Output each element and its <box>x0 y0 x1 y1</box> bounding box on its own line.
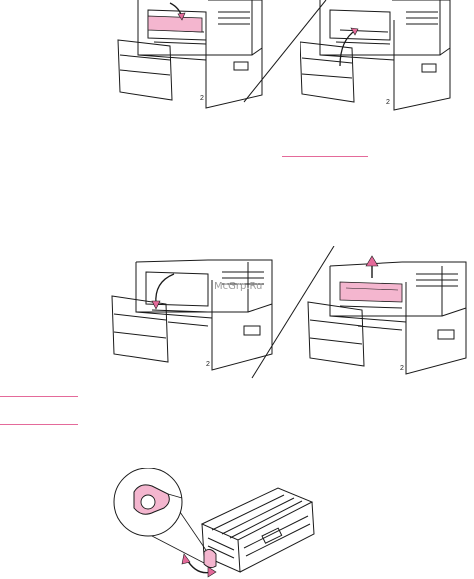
figure-callout-label: 2 <box>400 365 404 372</box>
figure-cartridge-seal-tab <box>113 468 315 578</box>
section-rule <box>0 424 78 425</box>
section-rule <box>0 396 78 397</box>
figure-callout-label: 2 <box>206 361 210 368</box>
figure-open-front-door: 2 <box>300 0 451 111</box>
watermark-text: McGrp.Ru <box>214 281 263 292</box>
divider-line <box>251 246 335 379</box>
divider-line <box>243 0 327 103</box>
figure-callout-label: 2 <box>386 99 390 106</box>
figure-remove-cartridge: 2 <box>307 255 467 375</box>
section-rule <box>282 156 368 157</box>
figure-lift-cartridge-door: 2 <box>111 259 273 371</box>
figure-close-front-door: 2 <box>117 0 263 109</box>
figure-callout-label: 2 <box>200 95 204 102</box>
